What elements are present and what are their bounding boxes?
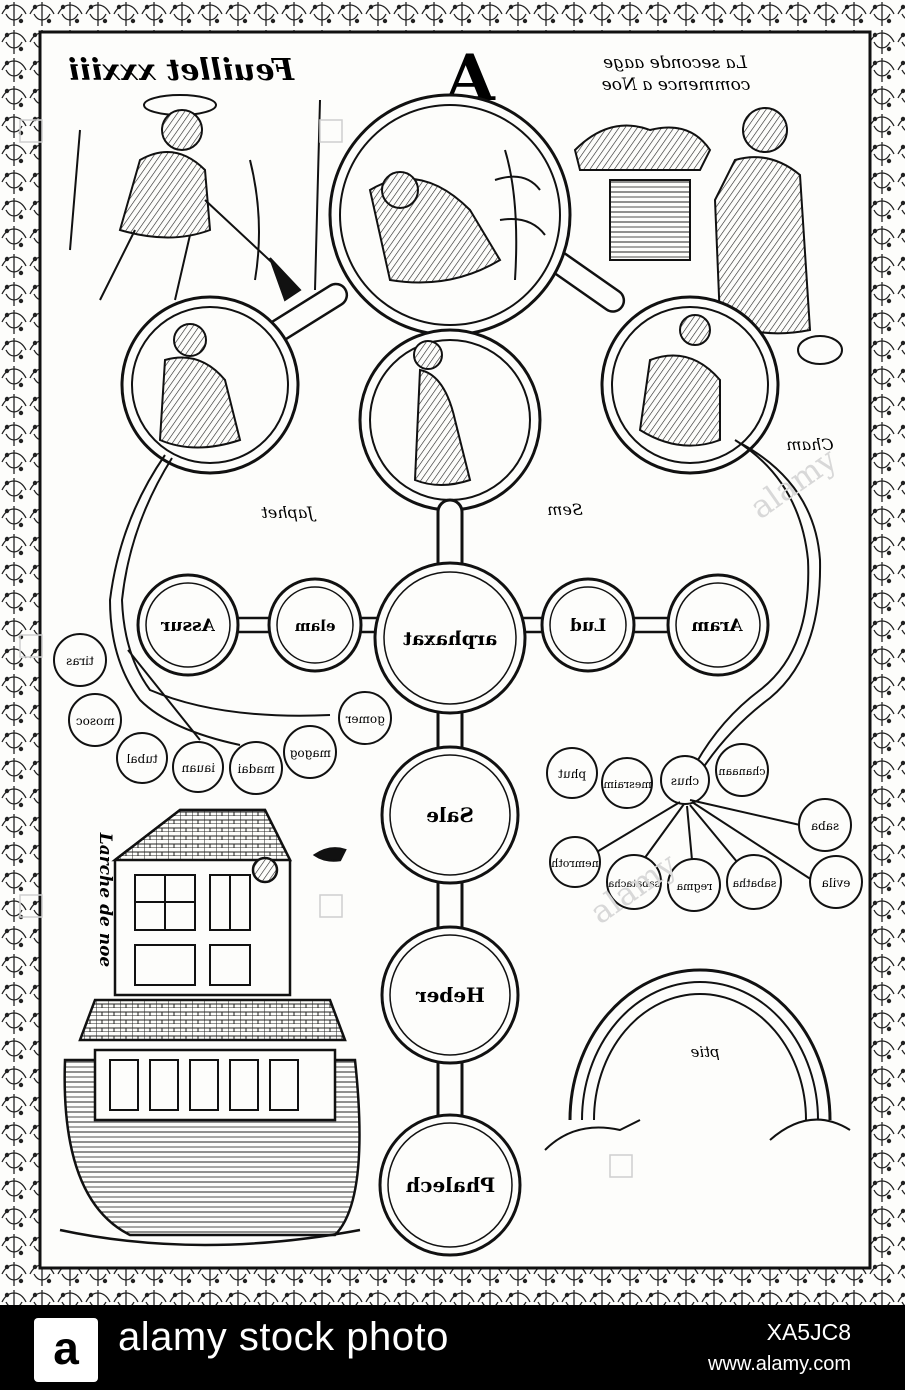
name-heber: Heber	[416, 983, 485, 1007]
site-url[interactable]: www.alamy.com	[708, 1353, 851, 1375]
name-phalech: Phalech	[405, 1173, 495, 1197]
folio-heading: Feuillet xxxiii	[68, 53, 295, 88]
medallion-cham	[600, 295, 780, 475]
name-arphaxat: arphaxat	[403, 628, 497, 650]
name-sabatacha: sabatacha	[608, 879, 659, 890]
medallion-sem	[358, 328, 542, 512]
name-iauan: iauan	[181, 761, 215, 775]
heading-line-1: La seconde aage	[603, 53, 748, 73]
heading-line-2: commence a Noe	[602, 75, 751, 95]
watermark-marks	[19, 119, 633, 1178]
name-nemroth: nemroth	[551, 857, 598, 870]
name-elam: elam	[295, 617, 336, 635]
laborer-figure	[69, 94, 321, 302]
name-tubal: tubal	[126, 752, 157, 766]
circle-phalech	[378, 1113, 522, 1257]
medallion-noah	[328, 93, 572, 337]
alamy-logo: a	[34, 1318, 98, 1382]
cham-sons	[546, 743, 769, 809]
name-saba: saba	[811, 819, 839, 833]
name-phut: phut	[558, 767, 586, 781]
circle-sale	[380, 745, 520, 885]
sacrifice-scene	[573, 107, 843, 365]
label-japhet: Japhet	[261, 503, 317, 522]
label-sem: Sem	[547, 500, 583, 519]
name-magog: magog	[289, 746, 330, 760]
name-regma: regma	[676, 880, 712, 893]
name-madai: madai	[237, 762, 274, 776]
name-evila: evila	[822, 876, 851, 890]
chus-sons	[549, 798, 863, 912]
name-tiras: tiras	[66, 654, 94, 668]
name-sabatha: sabatha	[732, 877, 776, 890]
chain-japhet	[108, 454, 331, 746]
name-chanaan: chanaan	[718, 765, 765, 778]
woodcut-illustration: Feuillet xxxiii A La seconde aage commen…	[0, 0, 905, 1305]
logo-letter: a	[53, 1322, 79, 1374]
circle-lud	[540, 577, 636, 673]
ark-illustration	[59, 808, 361, 1247]
chain-links-top	[265, 249, 626, 344]
name-mosoc: mosoc	[76, 714, 115, 728]
label-cham: Cham	[786, 435, 833, 454]
circle-assur	[136, 573, 240, 677]
name-assur: Assur	[160, 616, 216, 636]
circle-elam	[267, 577, 363, 673]
woodcut-page: Feuillet xxxiii A La seconde aage commen…	[0, 0, 905, 1305]
rainbow-arch	[544, 968, 851, 1151]
name-gomer: gomer	[345, 712, 384, 726]
arch-label: ptie	[690, 1043, 719, 1061]
chain-cham	[694, 439, 822, 769]
japhet-sons	[53, 633, 392, 795]
image-code: XA5JC8	[766, 1319, 851, 1345]
stock-banner: a alamy stock photo XA5JC8 www.alamy.com	[0, 1305, 905, 1390]
banner-title: alamy stock photo	[118, 1315, 449, 1359]
circle-aram	[666, 573, 770, 677]
medallion-japhet	[120, 295, 300, 475]
name-mesraim: mesraim	[603, 778, 652, 791]
name-lud: Lud	[570, 616, 606, 636]
circle-heber	[380, 925, 520, 1065]
ark-caption: Larche de noe	[95, 832, 115, 968]
name-sale: Sale	[426, 803, 474, 827]
name-chus: chus	[671, 774, 699, 788]
circle-arphaxat	[373, 561, 527, 715]
name-aram: Aram	[691, 616, 743, 636]
